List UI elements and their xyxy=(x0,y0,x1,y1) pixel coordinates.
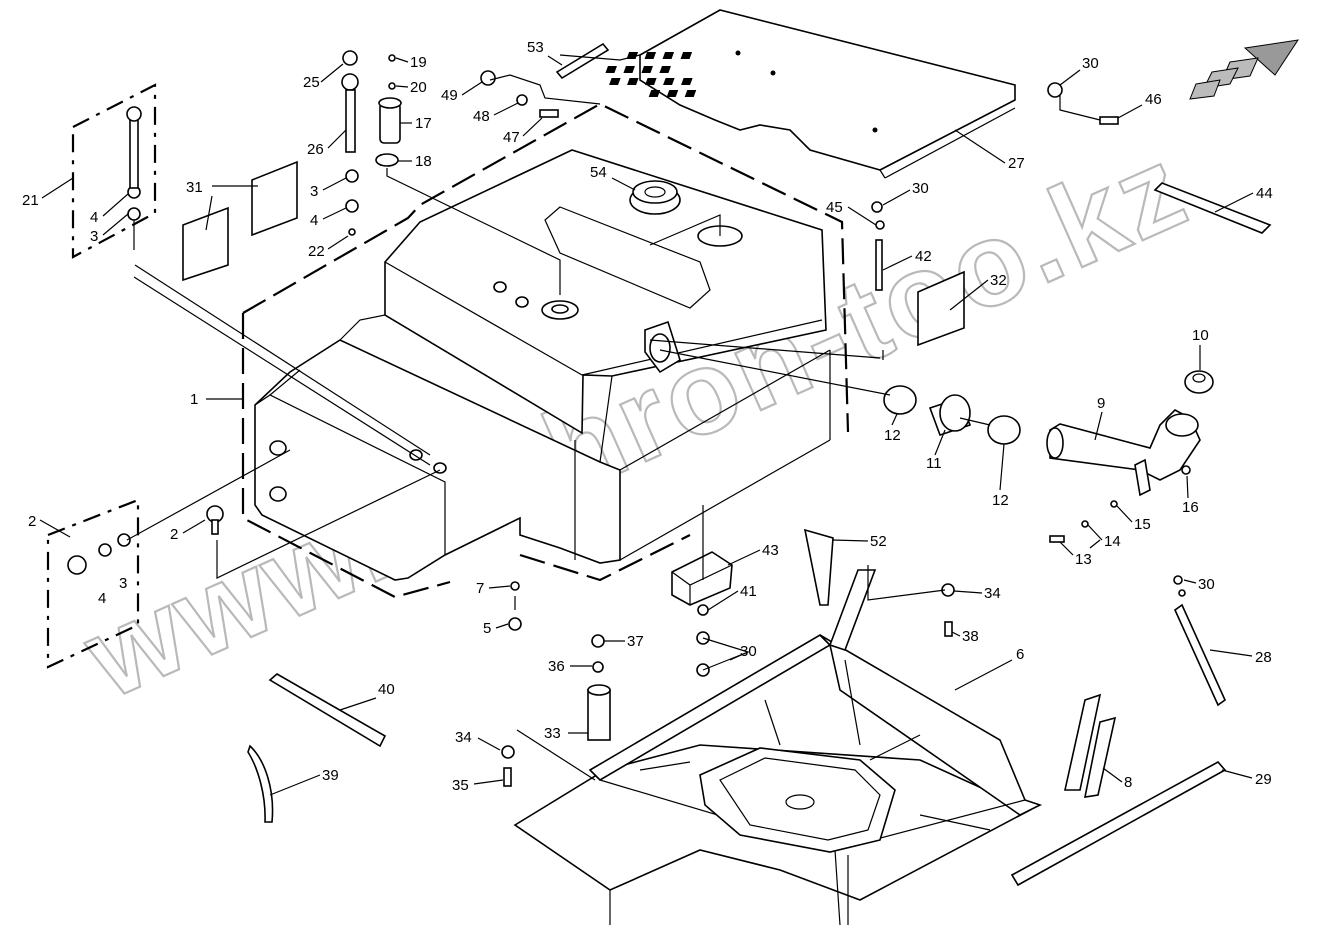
callout-34: 34 xyxy=(455,729,472,746)
fuel-tank xyxy=(241,102,850,599)
callout-4: 4 xyxy=(310,212,318,229)
callout-30: 30 xyxy=(1082,55,1099,72)
callout-20: 20 xyxy=(410,79,427,96)
callout-4: 4 xyxy=(90,209,98,226)
pad-32 xyxy=(917,270,965,347)
callout-18: 18 xyxy=(415,153,432,170)
callout-36: 36 xyxy=(548,658,565,675)
callout-37: 37 xyxy=(627,633,644,650)
callout-4: 4 xyxy=(98,590,106,607)
cover-plate xyxy=(605,9,1016,179)
callout-49: 49 xyxy=(441,87,458,104)
callout-35: 35 xyxy=(452,777,469,794)
callout-38: 38 xyxy=(962,628,979,645)
callout-30: 30 xyxy=(740,643,757,660)
callout-28: 28 xyxy=(1255,649,1272,666)
callout-15: 15 xyxy=(1134,516,1151,533)
callout-6: 6 xyxy=(1016,646,1024,663)
callout-3: 3 xyxy=(310,183,318,200)
rubber-strip-40 xyxy=(268,673,387,748)
callout-17: 17 xyxy=(415,115,432,132)
tank-cap xyxy=(629,180,681,215)
callout-8: 8 xyxy=(1124,774,1132,791)
spacer-33 xyxy=(587,684,611,741)
callout-32: 32 xyxy=(990,272,1007,289)
callout-31: 31 xyxy=(186,179,203,196)
callout-2: 2 xyxy=(170,526,178,543)
callout-29: 29 xyxy=(1255,771,1272,788)
callout-33: 33 xyxy=(544,725,561,742)
callout-22: 22 xyxy=(308,243,325,260)
filler-hose xyxy=(1046,370,1214,497)
callout-7: 7 xyxy=(476,580,484,597)
callout-45: 45 xyxy=(826,199,843,216)
callout-12: 12 xyxy=(884,427,901,444)
callout-34: 34 xyxy=(984,585,1001,602)
callout-39: 39 xyxy=(322,767,339,784)
callout-1: 1 xyxy=(190,391,198,408)
rubber-strip-29 xyxy=(1010,760,1227,887)
callout-10: 10 xyxy=(1192,327,1209,344)
callout-2: 2 xyxy=(28,513,36,530)
callout-3: 3 xyxy=(90,228,98,245)
callout-47: 47 xyxy=(503,129,520,146)
callout-9: 9 xyxy=(1097,395,1105,412)
seal-39 xyxy=(247,744,274,823)
direction-arrow-icon xyxy=(1189,39,1300,100)
hardware xyxy=(67,50,1226,787)
callout-14: 14 xyxy=(1104,533,1121,550)
callout-44: 44 xyxy=(1256,185,1273,202)
callout-40: 40 xyxy=(378,681,395,698)
callout-11: 11 xyxy=(926,455,942,472)
callout-5: 5 xyxy=(483,620,491,637)
rubber-pad-43 xyxy=(671,551,733,606)
callout-27: 27 xyxy=(1008,155,1025,172)
hose-clamps xyxy=(883,385,1021,445)
callout-53: 53 xyxy=(527,39,544,56)
rubber-strip-44 xyxy=(1153,182,1272,234)
callout-42: 42 xyxy=(915,248,932,265)
callout-30: 30 xyxy=(1198,576,1215,593)
callout-52: 52 xyxy=(870,533,887,550)
callouts: 1 2 2 3 3 3 3 4 4 4 5 6 7 8 9 10 11 12 1… xyxy=(22,39,1273,796)
callout-41: 41 xyxy=(740,583,757,600)
pad-31b xyxy=(251,160,298,237)
callout-46: 46 xyxy=(1145,91,1162,108)
callout-48: 48 xyxy=(473,108,490,125)
callout-30: 30 xyxy=(912,180,929,197)
callout-54: 54 xyxy=(590,164,607,181)
callout-19: 19 xyxy=(410,54,427,71)
tank-frame xyxy=(513,569,1102,926)
pad-31a xyxy=(182,206,229,282)
rubber-strip-53 xyxy=(555,42,610,80)
callout-13: 13 xyxy=(1075,551,1092,568)
callout-21: 21 xyxy=(22,192,39,209)
bracket xyxy=(1083,716,1117,798)
callout-12: 12 xyxy=(992,492,1009,509)
callout-43: 43 xyxy=(762,542,779,559)
callout-3: 3 xyxy=(119,575,127,592)
callout-16: 16 xyxy=(1182,499,1199,516)
callout-26: 26 xyxy=(307,141,324,158)
callout-25: 25 xyxy=(303,74,320,91)
leader-lines xyxy=(126,54,1101,781)
wedge-52 xyxy=(803,528,834,606)
